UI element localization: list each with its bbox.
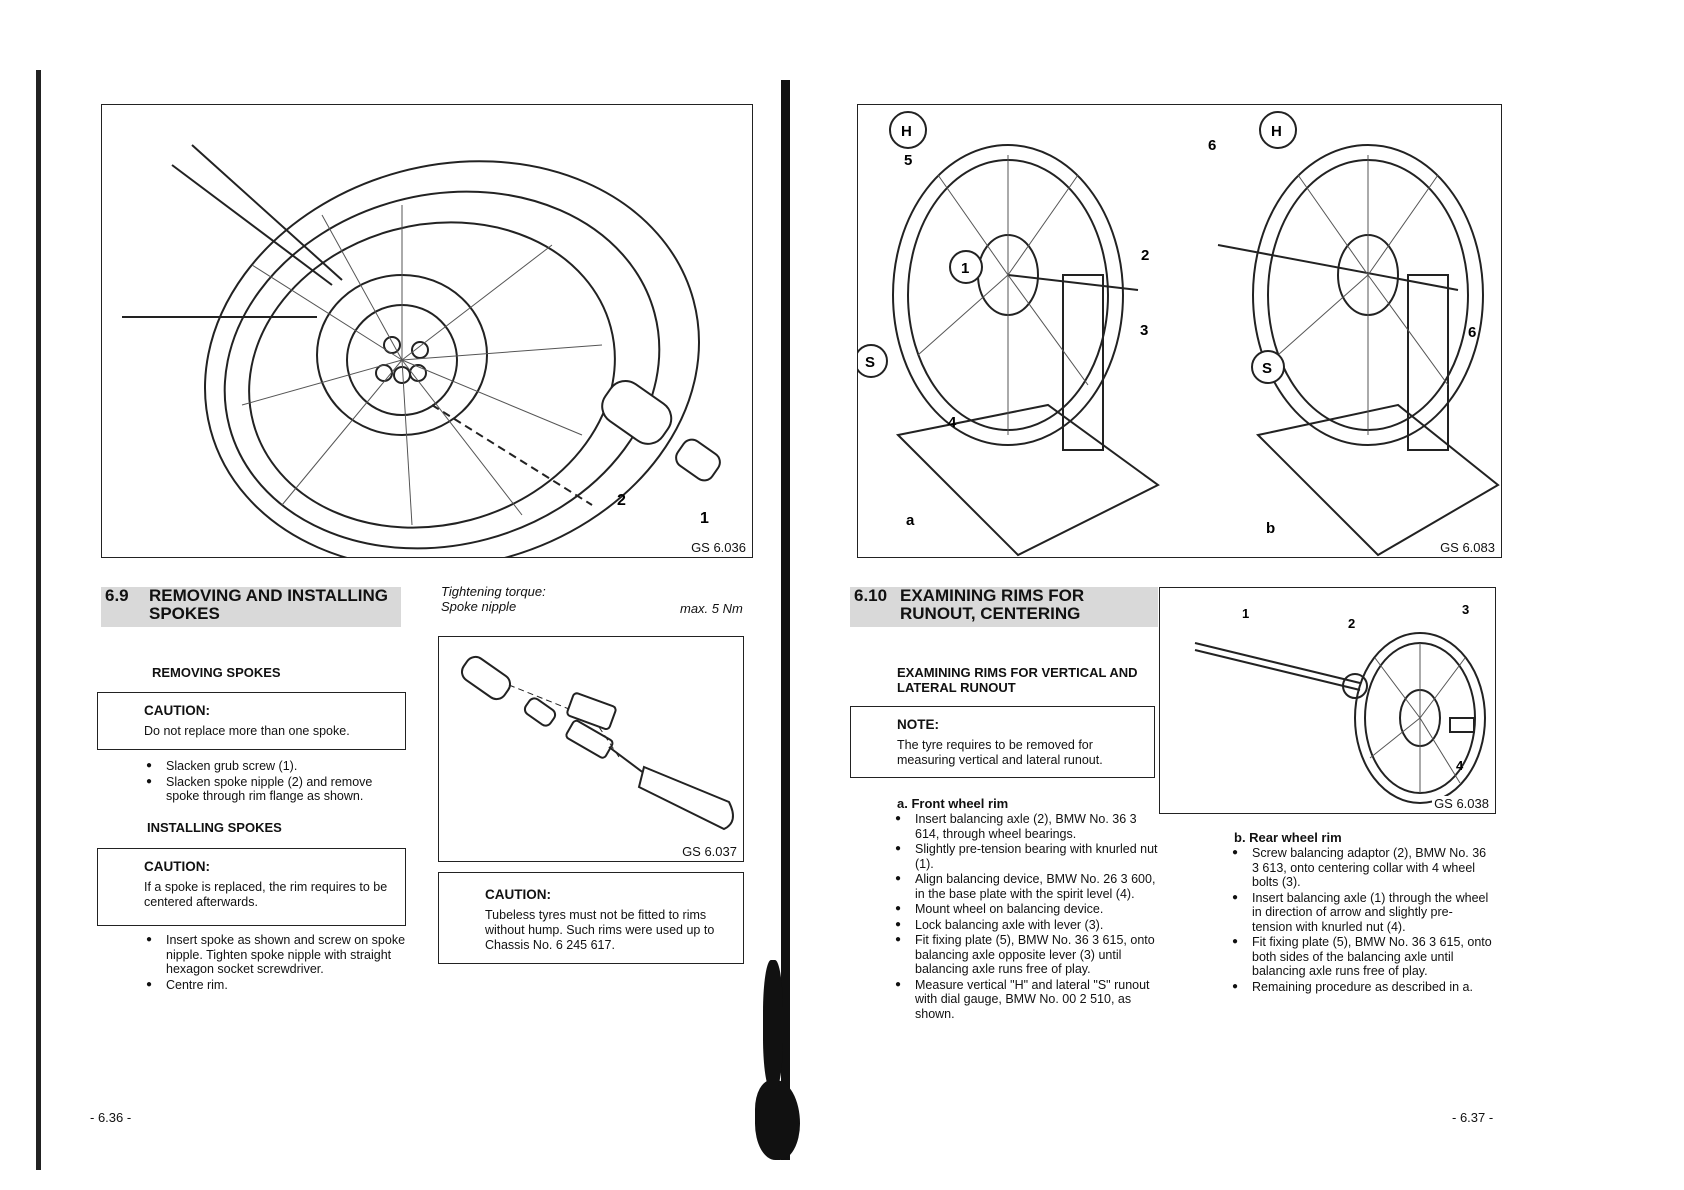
list-item: Slacken grub screw (1).: [144, 759, 406, 774]
note-text: The tyre requires to be removed for meas…: [897, 738, 1103, 767]
callout-6: 6: [1468, 324, 1476, 341]
note-title: NOTE:: [897, 717, 939, 732]
caution-box-tubeless: CAUTION: Tubeless tyres must not be fitt…: [438, 872, 744, 964]
figure-rear-wheel-balancing: 1 2 3 4 GS 6.038: [1159, 587, 1496, 814]
section-title: EXAMINING RIMS FOR RUNOUT, CENTERING: [900, 586, 1085, 623]
callout-3: 3: [1462, 602, 1469, 617]
page-number-right: - 6.37 -: [1452, 1110, 1494, 1125]
callout-1: 1: [700, 510, 709, 527]
section-number: 6.9: [105, 586, 129, 605]
callout-4: 4: [948, 414, 957, 431]
binding-shadow: [781, 80, 790, 1160]
rear-wheel-steps: Screw balancing adaptor (2), BMW No. 36 …: [1230, 846, 1492, 995]
list-item: Insert spoke as shown and screw on spoke…: [144, 933, 406, 977]
callout-3: 3: [1140, 322, 1148, 339]
list-item: Remaining procedure as described in a.: [1230, 980, 1492, 995]
caution-title: CAUTION:: [144, 703, 210, 718]
front-wheel-steps: Insert balancing axle (2), BMW No. 36 3 …: [893, 812, 1158, 1022]
list-item: Screw balancing adaptor (2), BMW No. 36 …: [1230, 846, 1492, 890]
runout-subheading: EXAMINING RIMS FOR VERTICAL AND LATERAL …: [897, 665, 1138, 695]
figure-label: GS 6.036: [689, 540, 748, 555]
callout-2: 2: [617, 492, 626, 509]
caution-title: CAUTION:: [485, 887, 551, 902]
callout-6: 6: [1208, 137, 1216, 154]
list-item: Insert balancing axle (2), BMW No. 36 3 …: [893, 812, 1158, 841]
list-item: Measure vertical "H" and lateral "S" run…: [893, 978, 1158, 1022]
figure-label: GS 6.037: [680, 844, 739, 859]
wheel-illustration: 2 1: [122, 144, 721, 557]
section-heading-6-10: 6.10 EXAMINING RIMS FOR RUNOUT, CENTERIN…: [850, 587, 1158, 627]
binding-shadow-blot: [763, 960, 783, 1090]
callout-1: 1: [1242, 606, 1249, 621]
list-item: Slacken spoke nipple (2) and remove spok…: [144, 775, 406, 804]
installing-steps: Insert spoke as shown and screw on spoke…: [144, 933, 406, 993]
binding-shadow-blot: [755, 1080, 800, 1160]
figure-spoke-removal: 2 1 GS 6.036: [101, 104, 753, 558]
removing-spokes-heading: REMOVING SPOKES: [152, 665, 281, 680]
callout-1: 1: [961, 260, 969, 277]
torque-item: Spoke nipple: [441, 599, 517, 614]
figure-label: GS 6.083: [1438, 540, 1497, 555]
list-item: Align balancing device, BMW No. 26 3 600…: [893, 872, 1158, 901]
note-box: NOTE: The tyre requires to be removed fo…: [850, 706, 1155, 778]
front-wheel-heading: a. Front wheel rim: [897, 796, 1009, 811]
caution-text: Do not replace more than one spoke.: [144, 724, 350, 738]
list-item: Lock balancing axle with lever (3).: [893, 918, 1158, 933]
panel-a: a: [906, 512, 915, 529]
badge-s: S: [865, 354, 875, 371]
caution-box-installing: CAUTION: If a spoke is replaced, the rim…: [97, 848, 406, 926]
rear-wheel-heading: b. Rear wheel rim: [1234, 830, 1342, 845]
removing-steps: Slacken grub screw (1). Slacken spoke ni…: [144, 759, 406, 805]
figure-spoke-tools: GS 6.037: [438, 636, 744, 862]
caution-text: If a spoke is replaced, the rim requires…: [144, 880, 388, 909]
callout-4: 4: [1456, 758, 1464, 773]
tools-illustration: [460, 655, 734, 831]
list-item: Mount wheel on balancing device.: [893, 902, 1158, 917]
caution-text: Tubeless tyres must not be fitted to rim…: [485, 908, 715, 952]
badge-s: S: [1262, 360, 1272, 377]
list-item: Fit fixing plate (5), BMW No. 36 3 615, …: [1230, 935, 1492, 979]
figure-label: GS 6.038: [1432, 796, 1491, 811]
caution-title: CAUTION:: [144, 859, 210, 874]
section-heading-6-9: 6.9 REMOVING AND INSTALLING SPOKES: [101, 587, 401, 627]
balancing-illustration: H S H S 5 2 1 3 4 6 6 a b: [858, 111, 1500, 557]
list-item: Fit fixing plate (5), BMW No. 36 3 615, …: [893, 933, 1158, 977]
panel-b: b: [1266, 520, 1275, 537]
caution-box-removing: CAUTION: Do not replace more than one sp…: [97, 692, 406, 750]
callout-2: 2: [1348, 616, 1355, 631]
torque-label: Tightening torque:: [441, 584, 546, 599]
scan-edge-left: [36, 70, 41, 1170]
callout-2: 2: [1141, 247, 1149, 264]
badge-h: H: [1271, 123, 1282, 140]
figure-balancing-device: H S H S 5 2 1 3 4 6 6 a b GS 6.083: [857, 104, 1502, 558]
section-number: 6.10: [854, 586, 888, 605]
torque-value: max. 5 Nm: [680, 601, 743, 616]
badge-h: H: [901, 123, 912, 140]
list-item: Slightly pre-tension bearing with knurle…: [893, 842, 1158, 871]
installing-spokes-heading: INSTALLING SPOKES: [147, 820, 282, 835]
list-item: Insert balancing axle (1) through the wh…: [1230, 891, 1492, 935]
page-number-left: - 6.36 -: [90, 1110, 132, 1125]
section-title: REMOVING AND INSTALLING SPOKES: [149, 586, 388, 623]
callout-5: 5: [904, 152, 912, 169]
rear-wheel-illustration: 1 2 3 4: [1194, 602, 1486, 804]
list-item: Centre rim.: [144, 978, 406, 993]
